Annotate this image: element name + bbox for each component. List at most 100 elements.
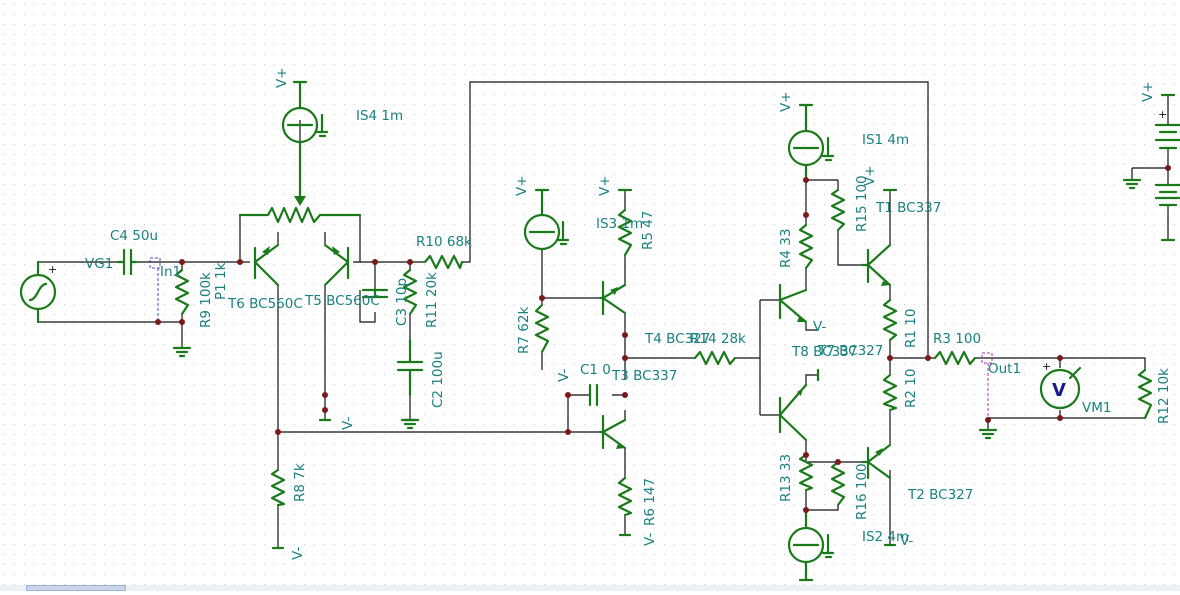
label-t5: T5 BC560C: [304, 293, 380, 309]
label-c2: C2 100u: [430, 351, 446, 408]
r2-resistor[interactable]: [882, 373, 898, 412]
r10-resistor[interactable]: [423, 254, 464, 270]
label-vp-is4: V+: [274, 67, 290, 88]
c3-capacitor[interactable]: [361, 288, 389, 299]
label-plus-vg1: +: [48, 263, 57, 276]
label-r12: R12 10k: [1156, 368, 1172, 424]
label-t4: T4 BC327: [644, 331, 710, 347]
t7-transistor[interactable]: [778, 368, 820, 442]
label-is2: IS2 4m: [862, 529, 909, 545]
label-t1: T1 BC337: [875, 200, 941, 216]
label-vp-is1: V+: [778, 91, 794, 112]
t1-transistor[interactable]: [860, 243, 892, 287]
vm1-symbol: V: [1052, 380, 1066, 401]
label-t7: T7 BC327: [817, 343, 883, 359]
r6-resistor[interactable]: [617, 476, 633, 517]
t3-transistor[interactable]: [598, 414, 627, 450]
label-r3: R3 100: [933, 331, 981, 347]
r16-resistor[interactable]: [830, 460, 846, 507]
power-rails: [271, 80, 1176, 582]
label-vm1: VM1: [1082, 400, 1111, 416]
label-plus-bat: +: [1158, 108, 1167, 121]
label-r15: R15 100: [854, 175, 870, 232]
label-c3: C3 10p: [394, 278, 410, 326]
label-plus-vm1: +: [1042, 360, 1051, 373]
r3-resistor[interactable]: [933, 350, 977, 366]
horizontal-scrollbar[interactable]: [0, 585, 1180, 591]
sine-source-icon[interactable]: [19, 260, 57, 324]
c4-capacitor[interactable]: [116, 248, 138, 276]
label-vm-t5: V-: [340, 417, 356, 430]
current-source-icon[interactable]: [787, 103, 835, 182]
label-c4: C4 50u: [110, 228, 158, 244]
t2-transistor[interactable]: [860, 443, 892, 480]
label-is3: IS3 1m: [596, 216, 643, 232]
label-is4: IS4 1m: [356, 108, 403, 124]
label-vm-is2: V-: [900, 533, 913, 549]
label-t6: T6 BC560C: [227, 296, 303, 312]
current-source-icon[interactable]: [281, 80, 329, 162]
label-vp-r5: V+: [597, 175, 613, 196]
label-r11: R11 20k: [424, 272, 440, 328]
t5-transistor[interactable]: [323, 243, 350, 287]
label-r16: R16 100: [854, 463, 870, 520]
label-out1: Out1: [988, 361, 1021, 377]
label-r8: R8 7k: [292, 463, 308, 502]
t6-transistor[interactable]: [253, 243, 280, 287]
label-vp-bat: V+: [1140, 81, 1156, 102]
p1-potentiometer[interactable]: [238, 158, 362, 224]
r7-resistor[interactable]: [534, 303, 550, 354]
scrollbar-thumb[interactable]: [26, 585, 126, 591]
label-r14: R14 28k: [690, 331, 746, 347]
label-p1: P1 1k: [213, 262, 229, 300]
r9-resistor[interactable]: [174, 268, 190, 316]
battery-icon[interactable]: [1154, 123, 1180, 207]
label-r1: R1 10: [903, 309, 919, 348]
label-r4: R4 33: [778, 229, 794, 268]
label-vm-r6: V-: [642, 533, 658, 546]
r8-resistor[interactable]: [270, 468, 286, 507]
voltmeter-icon[interactable]: V: [1039, 366, 1082, 410]
label-r9: R9 100k: [198, 272, 214, 328]
label-r6: R6 147: [642, 478, 658, 526]
current-source-icon[interactable]: [787, 508, 835, 582]
label-vg1: VG1: [85, 256, 113, 272]
junction-nodes: [155, 165, 1171, 513]
out1-marker[interactable]: [981, 352, 993, 420]
t8-transistor[interactable]: [778, 283, 808, 324]
c1-capacitor[interactable]: [588, 383, 599, 407]
r4-resistor[interactable]: [798, 223, 814, 270]
label-in1: In1: [160, 264, 181, 280]
r15-resistor[interactable]: [830, 188, 846, 232]
label-r7: R7 62k: [516, 307, 532, 354]
r13-resistor[interactable]: [798, 453, 814, 492]
label-vm-c1: V-: [556, 369, 572, 382]
label-vp-is3: V+: [514, 175, 530, 196]
component-labels: V+ IS4 1m C4 50u VG1 In1 R9 100k P1 1k T…: [85, 67, 1172, 560]
label-r10: R10 68k: [416, 234, 472, 250]
c2-capacitor[interactable]: [396, 338, 424, 397]
label-t3: T3 BC337: [611, 368, 677, 384]
r12-resistor[interactable]: [1137, 368, 1153, 420]
label-c1: C1 0: [580, 362, 611, 378]
r11-resistor[interactable]: [402, 268, 418, 316]
r5-resistor[interactable]: [617, 208, 633, 257]
label-r5: R5 47: [640, 211, 656, 250]
label-t2: T2 BC327: [907, 487, 973, 503]
r14-resistor[interactable]: [693, 350, 737, 366]
label-r2: R2 10: [903, 369, 919, 408]
label-vp-t1: V+: [862, 165, 878, 186]
ground-icon: [172, 178, 1142, 440]
label-is1: IS1 4m: [862, 132, 909, 148]
t4-transistor[interactable]: [598, 280, 627, 316]
label-vm-r8: V-: [290, 547, 306, 560]
current-source-icon[interactable]: [523, 188, 570, 252]
label-t8: T8 BC337: [791, 344, 857, 360]
r1-resistor[interactable]: [882, 298, 898, 342]
label-vm-t8: V-: [813, 319, 826, 335]
in1-marker[interactable]: [149, 257, 161, 322]
label-r13: R13 33: [778, 454, 794, 502]
